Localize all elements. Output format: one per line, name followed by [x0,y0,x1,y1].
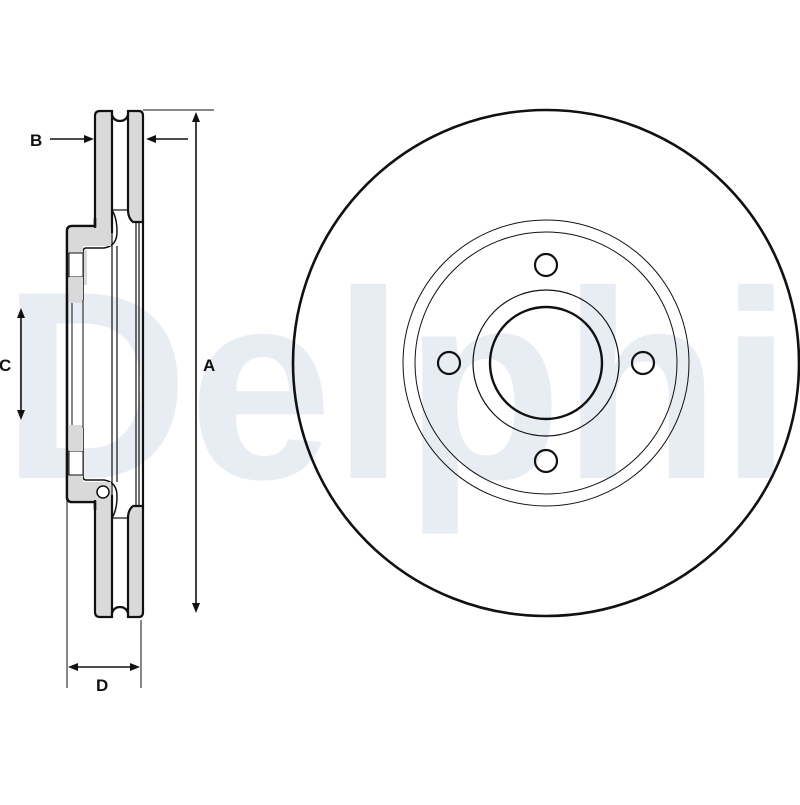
watermark-text: Delphi [2,235,792,537]
hat-outer-ring [402,219,690,507]
hat-inner-ring [414,231,678,495]
side-view [65,109,145,619]
left-plate-top [93,109,114,234]
left-plate-bottom [93,494,114,619]
dimension-d: D [66,500,142,695]
centre-bore [488,305,604,421]
right-plate-top [126,109,145,224]
bolt-hole-left [436,350,462,376]
bottom-groove [110,605,130,617]
bolt-hole-bottom [533,448,559,474]
dimension-a: A [143,109,215,613]
bolt-hole-right [630,350,656,376]
dimension-c-label: C [0,356,11,375]
dimensions: A B C D [0,109,215,695]
hub-ring [472,289,620,437]
dimension-a-label: A [203,356,215,375]
disc-outer-edge [291,108,800,618]
bolt-hole-top [533,252,559,278]
dimension-c: C [0,308,25,420]
top-groove [110,111,130,123]
dimension-b: B [30,131,188,150]
watermark: Delphi [2,235,792,537]
right-plate-bottom [126,504,145,619]
dimension-b-label: B [30,131,42,150]
dimension-d-label: D [96,676,108,695]
front-view [291,108,800,618]
